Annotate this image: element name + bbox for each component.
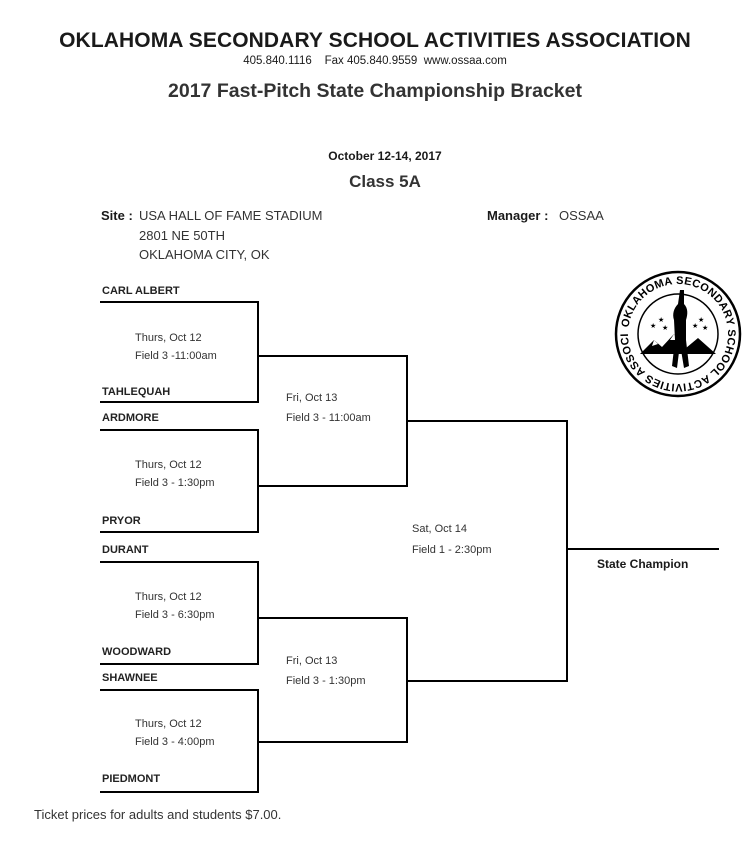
round2-game-2: Fri, Oct 13 Field 3 - 1:30pm (286, 651, 365, 691)
ossaa-seal-icon: OKLAHOMA SECONDARY SCHOOL ACTIVITIES ASS… (614, 270, 742, 398)
game-field: Field 3 -11:00am (135, 350, 217, 362)
game-day: Fri, Oct 13 (286, 655, 338, 667)
state-champion-label: State Champion (597, 557, 689, 571)
game-day: Sat, Oct 14 (412, 523, 468, 535)
contact-info: 405.840.1116 Fax 405.840.9559 www.ossaa.… (243, 55, 507, 67)
manager-name: OSSAA (559, 208, 604, 223)
team-shawnee: SHAWNEE (102, 672, 158, 684)
game-day: Thurs, Oct 12 (135, 591, 202, 603)
svg-text:★: ★ (702, 324, 708, 332)
game-day: Thurs, Oct 12 (135, 718, 202, 730)
game-field: Field 1 - 2:30pm (412, 544, 492, 556)
page-title: 2017 Fast-Pitch State Championship Brack… (168, 80, 582, 102)
game-field: Field 3 - 11:00am (286, 412, 371, 424)
game-day: Fri, Oct 13 (286, 392, 338, 404)
game-field: Field 3 - 1:30pm (286, 675, 366, 687)
round1-game-3: Thurs, Oct 12 Field 3 - 6:30pm (135, 588, 214, 624)
game-field: Field 3 - 4:00pm (135, 736, 215, 748)
svg-text:★: ★ (650, 322, 656, 330)
site-label: Site : (101, 208, 133, 223)
round1-game-2: Thurs, Oct 12 Field 3 - 1:30pm (135, 456, 214, 492)
game-day: Thurs, Oct 12 (135, 459, 202, 471)
site-address-street: 2801 NE 50TH (139, 228, 225, 243)
ticket-prices-note: Ticket prices for adults and students $7… (34, 807, 282, 822)
svg-text:★: ★ (658, 316, 664, 324)
round1-game-1: Thurs, Oct 12 Field 3 -11:00am (135, 329, 217, 365)
team-piedmont: PIEDMONT (102, 773, 161, 785)
team-durant: DURANT (102, 544, 149, 556)
site-name: USA HALL OF FAME STADIUM (139, 208, 323, 223)
site-address-city: OKLAHOMA CITY, OK (139, 247, 270, 262)
team-woodward: WOODWARD (102, 646, 172, 658)
svg-text:★: ★ (698, 316, 704, 324)
svg-text:★: ★ (692, 322, 698, 330)
round2-game-1: Fri, Oct 13 Field 3 - 11:00am (286, 388, 371, 428)
manager-label: Manager : (487, 208, 549, 223)
team-carl-albert: CARL ALBERT (102, 285, 180, 297)
class-label: Class 5A (349, 172, 421, 191)
game-field: Field 3 - 6:30pm (135, 609, 215, 621)
game-day: Thurs, Oct 12 (135, 332, 202, 344)
team-pryor: PRYOR (102, 515, 141, 527)
final-game: Sat, Oct 14 Field 1 - 2:30pm (412, 519, 491, 561)
round1-game-4: Thurs, Oct 12 Field 3 - 4:00pm (135, 715, 214, 751)
team-tahlequah: TAHLEQUAH (102, 386, 171, 398)
svg-text:★: ★ (662, 324, 668, 332)
org-name: OKLAHOMA SECONDARY SCHOOL ACTIVITIES ASS… (59, 29, 691, 52)
game-field: Field 3 - 1:30pm (135, 477, 215, 489)
team-ardmore: ARDMORE (102, 412, 159, 424)
event-dates: October 12-14, 2017 (328, 149, 442, 163)
